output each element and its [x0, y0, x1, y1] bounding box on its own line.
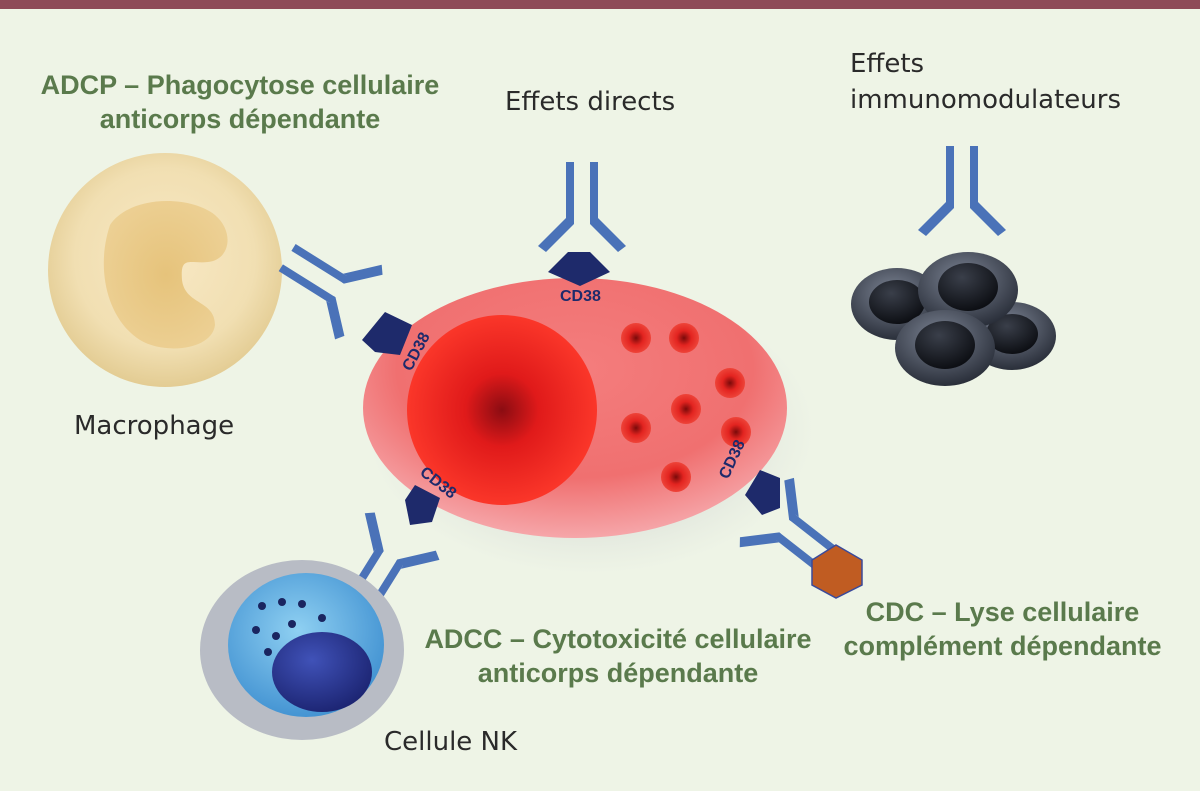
immuno-effects-line1: Effets [850, 49, 925, 79]
adcc-label-line1: ADCC – Cytotoxicité cellulaire [424, 624, 812, 654]
antibody-immuno [918, 146, 1006, 236]
adcp-label-line2: anticorps dépendante [99, 104, 381, 134]
antibody-direct [538, 162, 626, 252]
header-bar [0, 0, 1200, 9]
antibody-macrophage [263, 220, 387, 343]
adcc-label-line2: anticorps dépendante [477, 658, 759, 688]
cd38-receptors [362, 252, 780, 525]
adcp-label: ADCP – Phagocytose cellulaire anticorps … [20, 68, 460, 136]
macrophage-cell [48, 153, 282, 387]
nk-text: Cellule NK [384, 727, 518, 757]
adcc-label: ADCC – Cytotoxicité cellulaire anticorps… [408, 622, 828, 690]
cd38-label-top: CD38 [560, 288, 601, 305]
macrophage-label: Macrophage [74, 408, 234, 444]
myeloma-cell [363, 278, 787, 538]
immuno-effects-label: Effets immunomodulateurs [850, 46, 1121, 118]
cdc-label: CDC – Lyse cellulaire complément dépenda… [830, 595, 1175, 663]
nk-label: Cellule NK [384, 724, 517, 760]
complement-icon [811, 544, 863, 599]
cdc-label-line2: complément dépendante [843, 631, 1162, 661]
nk-cell [200, 560, 404, 740]
direct-effects-label: Effets directs [505, 84, 675, 120]
immune-cells-cluster [851, 252, 1056, 386]
adcp-label-line1: ADCP – Phagocytose cellulaire [40, 70, 440, 100]
direct-effects-text: Effets directs [505, 87, 676, 117]
immuno-effects-line2: immunomodulateurs [850, 85, 1122, 115]
macrophage-text: Macrophage [74, 411, 235, 441]
cdc-label-line1: CDC – Lyse cellulaire [865, 597, 1140, 627]
